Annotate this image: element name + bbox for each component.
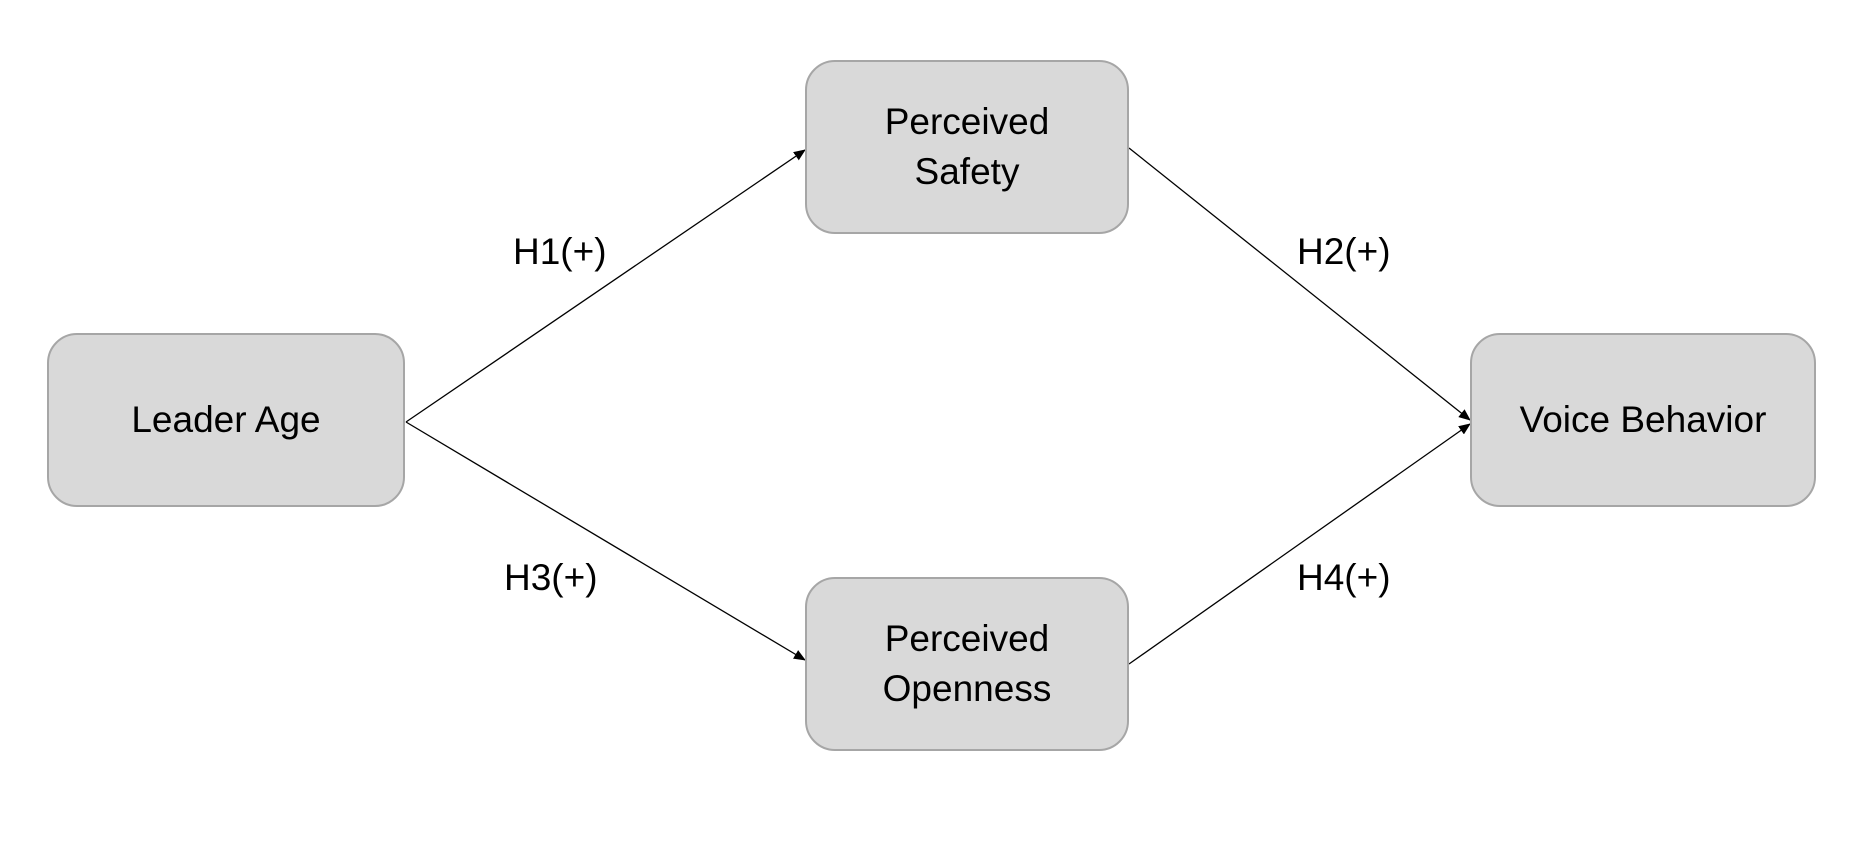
edge-label-h4: H4(+) xyxy=(1297,557,1391,598)
arrow-h2 xyxy=(1128,147,1471,421)
node-perceived-safety: Perceived Safety xyxy=(805,60,1129,234)
arrow-h3 xyxy=(405,421,806,661)
arrow-h1 xyxy=(405,149,806,423)
arrow-h4 xyxy=(1128,423,1471,665)
edge-label-h3: H3(+) xyxy=(504,557,598,598)
node-voice-behavior: Voice Behavior xyxy=(1470,333,1816,507)
node-leader-age: Leader Age xyxy=(47,333,405,507)
edge-label-h2: H2(+) xyxy=(1297,231,1391,272)
edge-label-h1: H1(+) xyxy=(513,231,607,272)
node-perceived-openness: Perceived Openness xyxy=(805,577,1129,751)
